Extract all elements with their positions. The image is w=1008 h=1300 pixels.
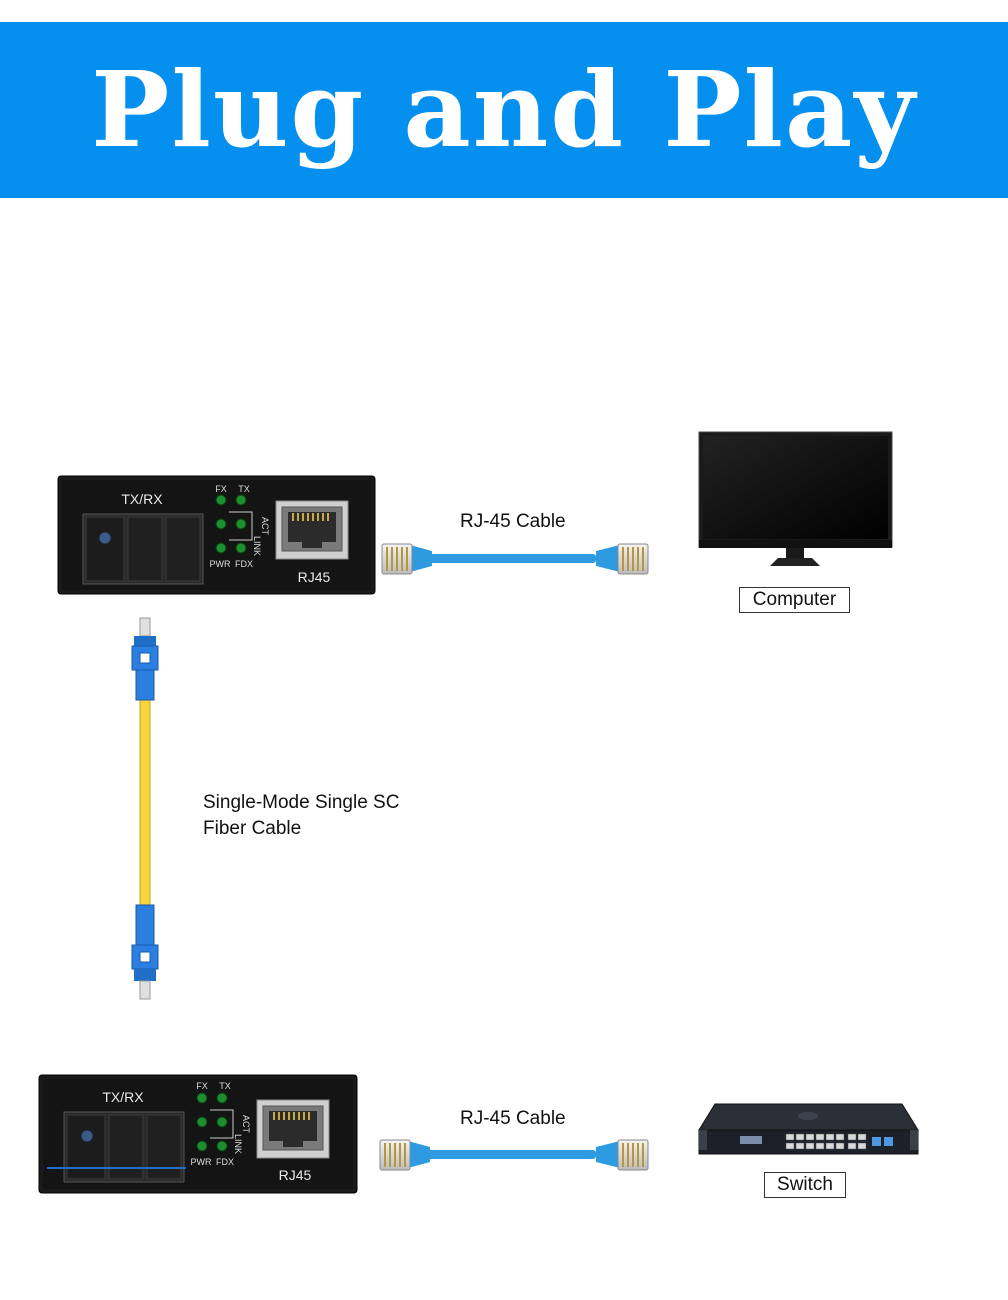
led-pwr-label: PWR [210, 559, 231, 569]
media-converter-top: TX/RX FX TX ACT LINK PWR FDX [57, 475, 376, 595]
fiber-cable-label-line2: Fiber Cable [203, 818, 302, 839]
led-fdx-icon [216, 1140, 228, 1152]
rj45-plug-icon [617, 1139, 649, 1171]
rj45-cable-bottom [379, 1139, 649, 1171]
page-title: Plug and Play [91, 48, 917, 171]
sc-port-icon [82, 513, 204, 585]
led-link-icon [215, 518, 227, 530]
led-act-label: ACT [260, 517, 270, 536]
rj45-cable-top-label: RJ-45 Cable [460, 511, 566, 532]
led-fx-icon [196, 1092, 208, 1104]
led-tx-icon [235, 494, 247, 506]
led-act-label: ACT [241, 1115, 251, 1134]
rj45-label: RJ45 [279, 1167, 312, 1183]
sc-connector-bottom-icon [131, 904, 159, 1000]
rj45-plug-icon [381, 543, 413, 575]
led-pwr-label: PWR [191, 1157, 212, 1167]
sc-port-icon [63, 1111, 185, 1183]
led-fx-label: FX [215, 484, 227, 494]
led-link-label: LINK [233, 1134, 243, 1154]
fiber-cable-label-line1: Single-Mode Single SC [203, 792, 400, 813]
rj45-cable-bottom-label: RJ-45 Cable [460, 1108, 566, 1129]
rj45-port-icon [275, 500, 349, 560]
led-act-icon [235, 518, 247, 530]
title-banner: Plug and Play [0, 22, 1008, 198]
led-fx-icon [215, 494, 227, 506]
fiber-cable [131, 617, 159, 1000]
led-fdx-icon [235, 542, 247, 554]
network-switch-icon [698, 1103, 919, 1155]
txrx-label: TX/RX [102, 1089, 144, 1105]
led-tx-icon [216, 1092, 228, 1104]
rj45-plug-icon [379, 1139, 411, 1171]
led-fdx-label: FDX [216, 1157, 234, 1167]
status-leds: FX TX ACT LINK PWR FDX [210, 484, 271, 569]
txrx-label: TX/RX [121, 491, 163, 507]
led-tx-label: TX [238, 484, 250, 494]
status-leds: FX TX ACT LINK PWR FDX [191, 1081, 252, 1167]
led-tx-label: TX [219, 1081, 231, 1091]
led-link-icon [196, 1116, 208, 1128]
led-act-icon [216, 1116, 228, 1128]
led-pwr-icon [196, 1140, 208, 1152]
led-fx-label: FX [196, 1081, 208, 1091]
computer-monitor-icon [698, 431, 893, 566]
led-link-label: LINK [252, 536, 262, 556]
media-converter-bottom: TX/RX FX TX ACT LINK PWR FDX [38, 1074, 358, 1194]
rj45-plug-icon [617, 543, 649, 575]
led-pwr-icon [215, 542, 227, 554]
computer-label: Computer [739, 587, 850, 613]
sc-connector-top-icon [131, 617, 159, 701]
led-fdx-label: FDX [235, 559, 253, 569]
rj45-port-icon [256, 1099, 330, 1159]
rj45-label: RJ45 [298, 569, 331, 585]
rj45-cable-top [381, 543, 649, 575]
switch-label: Switch [764, 1172, 846, 1198]
